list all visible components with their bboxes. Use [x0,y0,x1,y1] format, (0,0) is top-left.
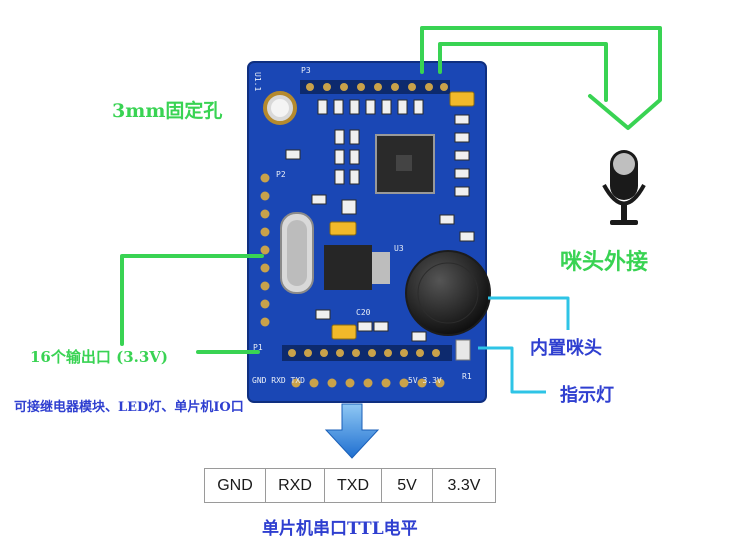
table-row: GND RXD TXD 5V 3.3V [204,468,496,503]
silk-p2: P2 [276,170,286,179]
silk-r1: R1 [462,372,472,381]
smd-components [285,99,475,342]
header-p3 [300,80,450,94]
down-arrow-icon [324,403,380,459]
builtin-mic-connector [488,296,570,330]
indicator-connector [478,346,546,394]
mount-hole-label: 3mm固定孔 [112,100,223,122]
pin-5v: 5V [381,468,433,503]
silk-u3: U3 [394,244,404,253]
pin-3v3: 3.3V [432,468,496,503]
main-ic [375,134,435,194]
ext-mic-label: 咪头外接 [560,249,649,275]
pin-txd: TXD [324,468,382,503]
pin-rxd: RXD [265,468,325,503]
builtin-mic-label: 内置咪头 [530,338,602,359]
silk-p1: P1 [253,343,263,352]
crystal-oscillator [280,212,314,294]
indicator-label: 指示灯 [560,385,614,406]
pin-gnd: GND [204,468,266,503]
silk-c20: C20 [356,308,371,317]
outputs-note: 可接继电器模块、LED灯、单片机IO口 [14,400,244,415]
tantalum-capacitors [329,91,475,340]
silk-bottom-pins: GND RXD TXD [252,376,305,385]
outputs-label: 16个输出口 (3.3V) [30,348,169,366]
silk-bottom-power: 5V 3.3V [408,376,442,385]
serial-pin-table: GND RXD TXD 5V 3.3V [204,468,496,503]
microphone-icon [602,150,646,225]
ext-mic-wire [420,26,662,130]
outputs-connector [120,254,264,346]
header-bottom [282,345,452,388]
serial-level-caption: 单片机串口TTL电平 [262,519,418,539]
green-connectors [120,26,662,354]
header-p1 [260,173,270,327]
cyan-connectors [478,296,570,394]
silk-p3: P3 [301,66,311,75]
indicator-led [455,339,471,361]
silk-u1: U1.1 [253,72,262,92]
voltage-regulator [324,245,390,290]
pcb-board [247,61,491,403]
builtin-microphone [405,250,491,336]
